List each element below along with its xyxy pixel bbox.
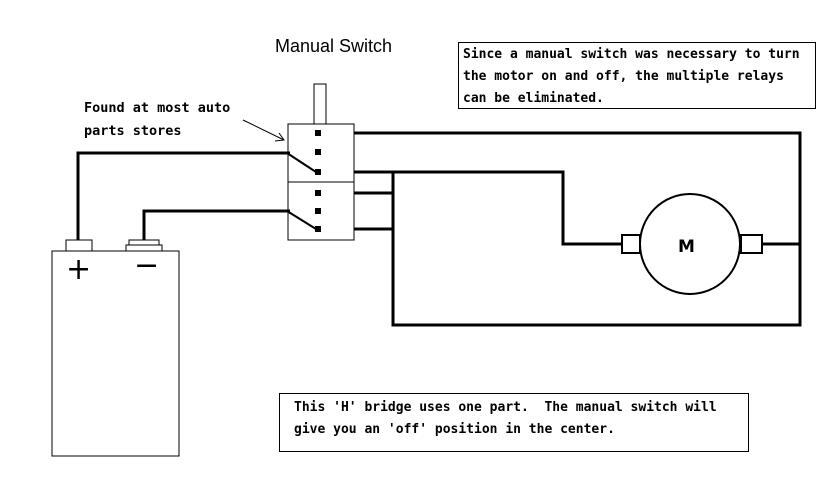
wire-negative <box>142 209 287 240</box>
note-line: give you an 'off' position in the center… <box>294 422 615 437</box>
wire-motor-left <box>393 170 622 246</box>
switch-label-line: parts stores <box>84 123 182 139</box>
switch-label-line: Found at most auto <box>84 100 231 116</box>
switch-lever <box>313 83 327 125</box>
battery-positive-label: + <box>66 252 92 287</box>
note-h-bridge: This 'H' bridge uses one part. The manua… <box>279 393 749 452</box>
wire-mid-jumper <box>318 170 395 195</box>
battery <box>51 239 180 457</box>
note-line: can be eliminated. <box>463 91 604 106</box>
note-line: This 'H' bridge uses one part. The manua… <box>294 400 717 415</box>
motor-label: M <box>678 237 695 257</box>
motor <box>621 193 763 295</box>
switch-poles <box>286 152 317 230</box>
wire-positive <box>76 151 287 240</box>
diagram-title: Manual Switch <box>275 36 393 56</box>
wire-top-rail <box>318 131 802 327</box>
battery-negative-label: − <box>134 248 160 283</box>
note-relays: Since a manual switch was necessary to t… <box>458 42 816 109</box>
switch-label: Found at most auto parts stores <box>84 97 254 143</box>
pointer-arrow <box>242 119 285 142</box>
switch-contacts <box>315 130 321 232</box>
note-line: the motor on and off, the multiple relay… <box>463 69 784 84</box>
note-line: Since a manual switch was necessary to t… <box>463 47 800 62</box>
